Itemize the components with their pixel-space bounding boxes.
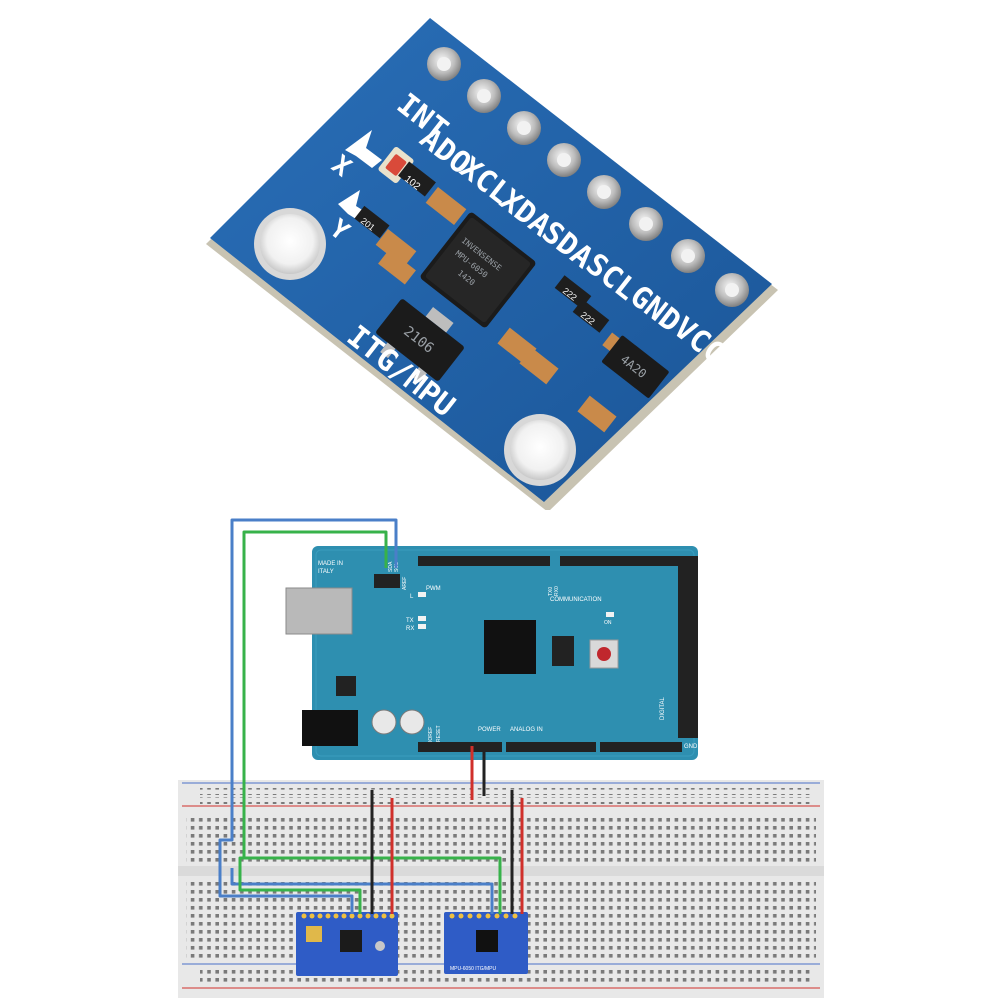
breakout-right: MPU-6050 ITG/MPU [444, 912, 528, 974]
wiring-diagram: MADE IN ITALY PWM COMMUNICATION L TX RX … [178, 518, 824, 998]
breakout-left [296, 912, 398, 976]
mega-mcu [484, 620, 536, 674]
power-jack [302, 710, 358, 746]
italy-label: ITALY [318, 569, 334, 575]
small-ic: 4A20 [602, 335, 669, 398]
l-label: L [410, 594, 414, 600]
header-pads [427, 47, 749, 307]
mpu6050-chip: INVENSENSE MPU-6050 1420 [420, 212, 536, 328]
ioref-label: IOREF [428, 727, 434, 742]
sda-label: SDA [388, 561, 394, 572]
rx0-label: RX0 [554, 586, 560, 596]
communication-label: COMMUNICATION [550, 597, 602, 603]
made-in-label: MADE IN [318, 561, 343, 567]
rx-label: RX [406, 626, 414, 632]
wire-green-scl [238, 530, 388, 914]
gnd-label: GND [684, 744, 698, 750]
pwm-label: PWM [426, 586, 441, 592]
usb-connector [285, 587, 353, 635]
on-label: ON [604, 620, 612, 626]
reset-button [589, 639, 619, 669]
wire-blue-sda [218, 518, 398, 914]
breakout-right-label: MPU-6050 ITG/MPU [450, 966, 497, 972]
reset-label: RESET [436, 725, 442, 742]
arduino-mega-board: MADE IN ITALY PWM COMMUNICATION L TX RX … [285, 546, 698, 760]
tx0-label: TX0 [548, 587, 554, 596]
aref-label: AREF [402, 577, 408, 590]
power-label: POWER [478, 727, 501, 733]
digital-label: DIGITAL [660, 696, 666, 720]
mpu6050-module-photo: INT ADO XCL XDA SDA SCL GND VCC X Y 102 … [206, 18, 778, 510]
analog-in-label: ANALOG IN [510, 727, 543, 733]
wires [218, 518, 524, 914]
voltage-regulator: 2106 [376, 299, 464, 383]
smd-resistors: 102 201 222 222 [354, 161, 636, 433]
tx-label: TX [406, 618, 414, 624]
